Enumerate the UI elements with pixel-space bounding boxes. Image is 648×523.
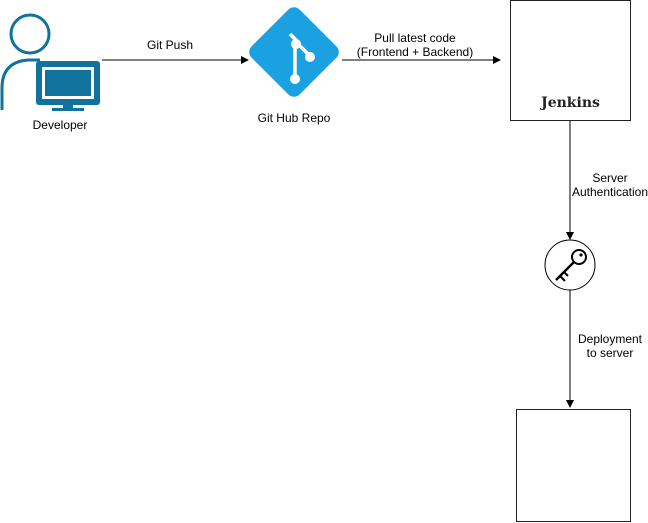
jenkins-node[interactable]: Jenkins xyxy=(510,0,631,121)
deployment-label-line2: to server xyxy=(586,346,634,360)
vps-label: VPS xyxy=(560,446,587,461)
pull-code-label-line1: Pull latest code xyxy=(374,31,456,45)
deployment-label-line1: Deployment xyxy=(577,332,643,346)
server-auth-label-line1: Server xyxy=(592,171,628,185)
github-repo-label: Git Hub Repo xyxy=(257,111,331,125)
key-icon xyxy=(544,239,596,291)
git-push-label: Git Push xyxy=(146,38,194,52)
developer-icon xyxy=(0,13,100,111)
git-logo-icon xyxy=(249,7,339,97)
developer-label: Developer xyxy=(32,118,88,132)
vps-node[interactable]: VPS xyxy=(516,409,631,522)
pull-code-label-line2: (Frontend + Backend) xyxy=(356,45,474,59)
jenkins-label: Jenkins xyxy=(541,95,600,111)
server-auth-label-line2: Authentication xyxy=(571,185,648,199)
